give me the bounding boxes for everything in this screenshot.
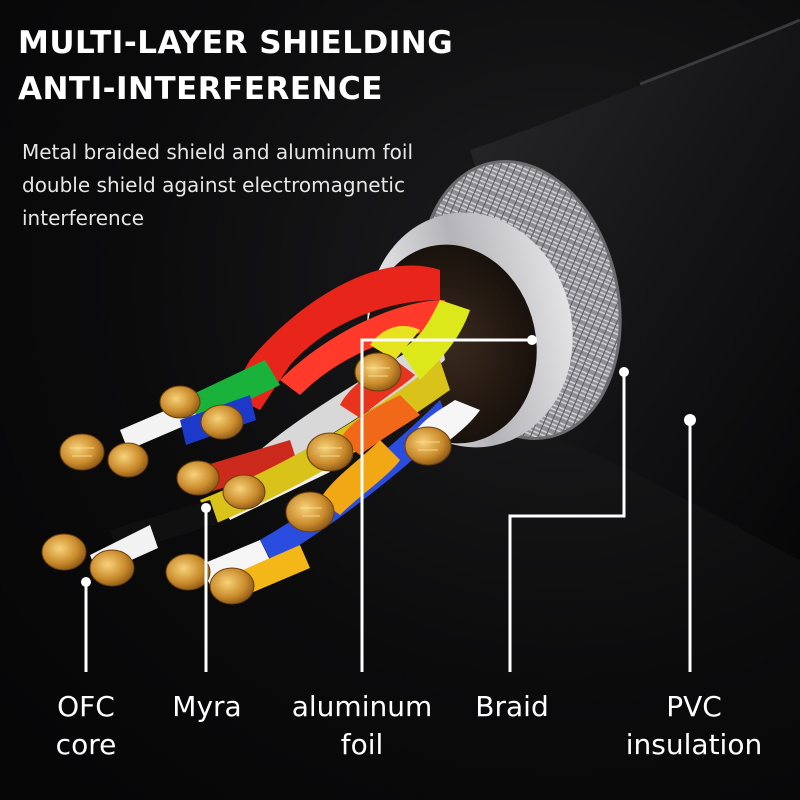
label-myra-line-1: Myra [172,690,242,723]
callout-lines [84,338,692,672]
label-pvc-insulation: PVC insulation [604,688,784,764]
description: Metal braided shield and aluminum foil d… [22,136,492,235]
description-line-3: interference [22,206,145,230]
label-ofc-core: OFC core [30,688,142,764]
label-aluminum-foil: aluminum foil [272,688,452,764]
label-aluminum-foil-line-2: foil [340,728,384,761]
headline-line-1: MULTI-LAYER SHIELDING [18,25,454,61]
description-line-1: Metal braided shield and aluminum foil [22,140,414,164]
label-braid-line-1: Braid [475,690,549,723]
label-pvc-insulation-line-1: PVC [666,690,722,723]
label-pvc-insulation-line-2: insulation [625,728,763,761]
headline: MULTI-LAYER SHIELDING ANTI-INTERFERENCE [18,20,453,112]
label-ofc-core-line-2: core [55,728,117,761]
label-aluminum-foil-line-1: aluminum [291,690,433,723]
label-braid: Braid [456,688,568,726]
label-myra: Myra [150,688,264,726]
description-line-2: double shield against electromagnetic [22,173,405,197]
headline-line-2: ANTI-INTERFERENCE [18,71,383,107]
label-ofc-core-line-1: OFC [57,690,115,723]
